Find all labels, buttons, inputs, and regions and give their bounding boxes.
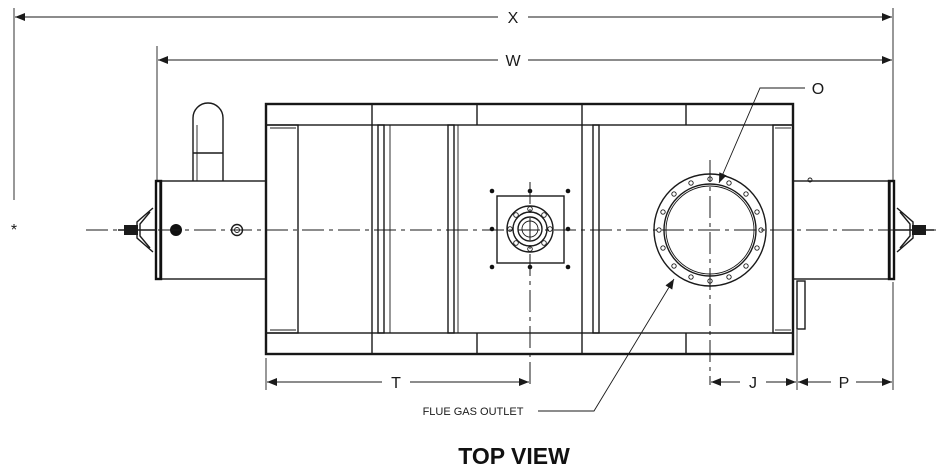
flue-gas-outlet-label: FLUE GAS OUTLET: [423, 406, 524, 418]
dimension-w: W: [156, 46, 892, 180]
dimension-o-label: O: [812, 81, 824, 98]
dimension-x-label: X: [508, 10, 519, 27]
dimension-p-label: P: [839, 375, 850, 392]
rear-section: [792, 177, 934, 330]
dimension-t-label: T: [391, 375, 401, 392]
flue-gas-outlet: [653, 160, 767, 385]
center-flange: [489, 182, 571, 385]
dimension-x: X: [13, 8, 894, 200]
dimension-o: O: [718, 81, 824, 184]
dimension-t: T: [265, 358, 529, 392]
flue-gas-outlet-callout: FLUE GAS OUTLET: [423, 278, 675, 418]
asterisk-mark: *: [11, 222, 17, 239]
burner-assembly: [118, 102, 267, 281]
dimension-j-label: J: [749, 375, 757, 392]
dimension-j: J: [711, 330, 798, 392]
dimension-p: P: [798, 282, 894, 392]
view-title: TOP VIEW: [458, 443, 570, 469]
dimension-w-label: W: [505, 53, 521, 70]
